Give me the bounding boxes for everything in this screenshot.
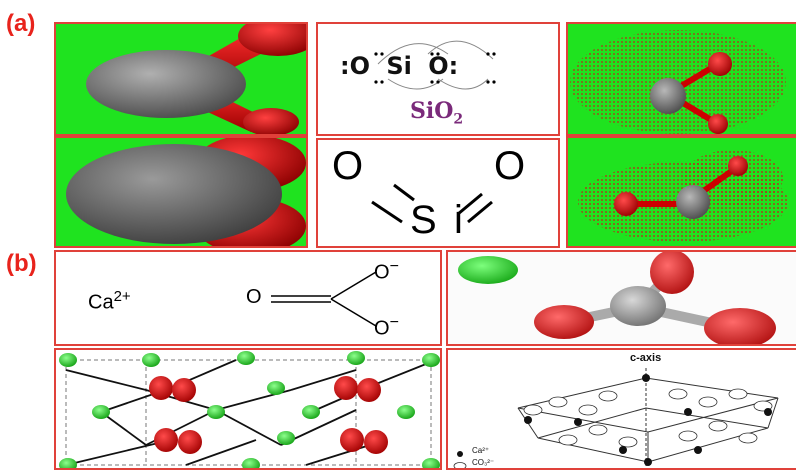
sio2-spacefill-model [54,136,308,248]
skeletal-structure-panel: O O S i [316,138,560,248]
calcium-carbonate-3d-model [446,250,796,346]
ca-ion: Ca2+ [88,288,131,315]
lewis-atom-o-right: O [428,52,449,80]
skeletal-o-right: O [494,144,526,188]
sio2-ball-stick-model-1 [54,22,308,136]
lewis-dots-right: : [448,52,459,80]
ca-charge: 2+ [113,288,131,305]
sio2-dot-surface-model-2 [566,136,796,248]
carbonate-o-bottom: O− [374,314,399,341]
lewis-formula-main: SiO [410,98,454,124]
carbonate-o-bottom-charge: − [389,314,399,331]
lewis-atom-o-left: O [349,52,371,80]
legend-ca: Ca²⁺ [472,446,490,455]
label-b: (b) [6,250,37,277]
skeletal-s: S [410,198,437,242]
label-a: (a) [6,10,36,37]
sio2-dot-surface-model-1 [566,22,796,136]
lewis-atom-si: Si [386,52,412,80]
carbonate-o-bottom-symbol: O [374,317,390,340]
ca-symbol: Ca [88,291,114,314]
lewis-structure-panel: :O Si O: SiO2 [316,22,560,136]
legend-co3: CO₃²⁻ [472,458,495,467]
calcite-c-axis-lattice: c-axis Ca²⁺ CO₃²⁻ [446,348,796,470]
lewis-formula: SiO2 [410,98,463,127]
skeletal-o-left: O [332,144,364,188]
calcite-lattice-model [54,348,442,470]
c-axis-label: c-axis [630,352,662,364]
carbonate-o-left: O [246,286,262,308]
carbonate-o-top-symbol: O [374,261,390,284]
calcium-carbonate-formula-panel: Ca2+ O O− O− [54,250,442,346]
carbonate-o-top-charge: − [389,258,399,275]
skeletal-i: i [454,198,463,242]
carbonate-o-top: O− [374,258,399,285]
lewis-formula-sub: 2 [453,111,464,128]
lewis-dots: : [340,52,350,80]
